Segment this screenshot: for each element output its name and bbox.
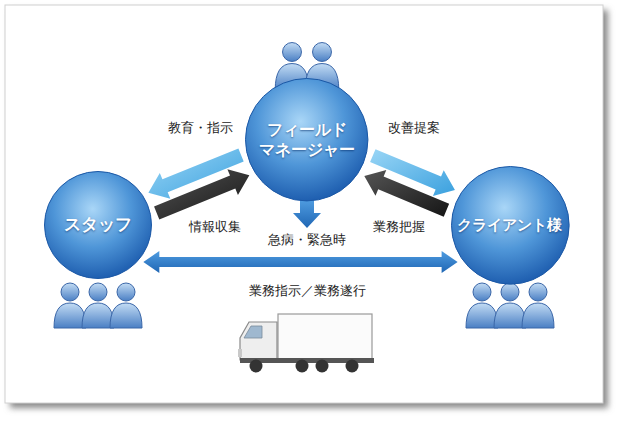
person-icon bbox=[82, 283, 114, 328]
truck bbox=[238, 314, 374, 373]
person-body bbox=[522, 303, 554, 328]
circle-outline bbox=[451, 166, 569, 284]
truck-wheel bbox=[250, 360, 263, 373]
person-icon bbox=[522, 283, 554, 328]
circle-node: スタッフ bbox=[44, 171, 152, 279]
block-arrow bbox=[154, 169, 249, 219]
edge-label: 業務指示／業務遂行 bbox=[249, 282, 366, 300]
person-head bbox=[473, 283, 491, 301]
truck-window bbox=[244, 326, 262, 338]
person-head bbox=[89, 283, 107, 301]
node-label: フィールド マネージャー bbox=[255, 120, 359, 160]
truck-body bbox=[278, 314, 372, 360]
truck-bumper bbox=[238, 349, 242, 357]
edge-label: 業務把握 bbox=[373, 218, 425, 236]
circle-node: フィールド マネージャー bbox=[245, 78, 368, 201]
person-icon bbox=[54, 283, 86, 328]
truck-wheel bbox=[346, 360, 359, 373]
double-arrow bbox=[143, 251, 457, 273]
edge-label: 情報収集 bbox=[189, 218, 241, 236]
node-label: クライアント様 bbox=[457, 216, 562, 235]
truck-cab bbox=[240, 322, 277, 360]
edge-label: 改善提案 bbox=[388, 119, 440, 137]
node-label: スタッフ bbox=[64, 214, 132, 235]
note-label: 急病・緊急時 bbox=[268, 231, 346, 249]
circle-outline bbox=[45, 172, 152, 279]
person-body bbox=[82, 303, 114, 328]
person-head bbox=[61, 283, 79, 301]
person-body bbox=[494, 303, 526, 328]
person-icon bbox=[110, 283, 142, 328]
edge-label: 教育・指示 bbox=[168, 119, 233, 137]
emergency-arrow bbox=[293, 200, 321, 228]
person-head bbox=[313, 43, 332, 62]
person-icon bbox=[466, 283, 498, 328]
person-head bbox=[283, 43, 302, 62]
person-body bbox=[466, 303, 498, 328]
person-head bbox=[501, 283, 519, 301]
circle-node: クライアント様 bbox=[451, 166, 570, 285]
circle-outline bbox=[246, 79, 368, 201]
person-head bbox=[529, 283, 547, 301]
person-icon bbox=[494, 283, 526, 328]
truck-wheel bbox=[296, 360, 309, 373]
person-head bbox=[117, 283, 135, 301]
card bbox=[5, 5, 603, 403]
person-body bbox=[54, 303, 86, 328]
block-arrow bbox=[364, 170, 449, 217]
person-body bbox=[110, 303, 142, 328]
truck-wheel bbox=[316, 360, 329, 373]
